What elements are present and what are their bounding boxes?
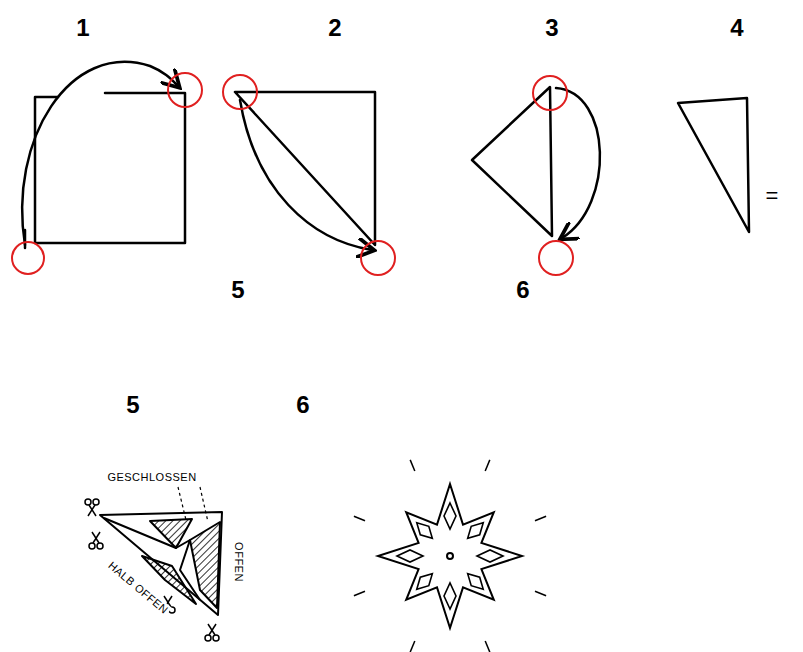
step-number: 5 bbox=[231, 278, 244, 302]
step-number: 3 bbox=[545, 16, 558, 40]
step4-figure bbox=[678, 98, 749, 232]
step-number: 2 bbox=[328, 16, 341, 40]
step2-figure bbox=[235, 92, 375, 250]
step5-figure bbox=[100, 487, 222, 615]
equals-sign: = bbox=[766, 185, 779, 207]
step1-figure bbox=[22, 62, 185, 248]
cut-label: OFFEN bbox=[232, 540, 245, 584]
step-number: 5 bbox=[126, 393, 139, 417]
step-number: 6 bbox=[296, 393, 309, 417]
step-number: 6 bbox=[516, 278, 529, 302]
scissors-symbols bbox=[85, 499, 219, 641]
step3-figure bbox=[472, 87, 600, 238]
highlight-circles bbox=[12, 73, 573, 275]
step-number: 4 bbox=[730, 16, 743, 40]
star-figure bbox=[354, 460, 546, 652]
step-number: 1 bbox=[76, 16, 89, 40]
cut-label: GESCHLOSSEN bbox=[105, 471, 198, 484]
